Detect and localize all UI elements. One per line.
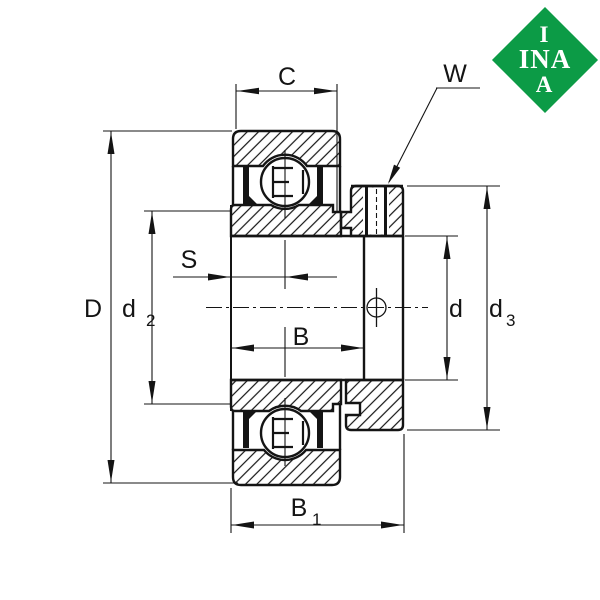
label-b1-sub: 1 [312, 510, 321, 529]
label-D: D [84, 295, 102, 323]
seal-bottom-left [243, 411, 249, 448]
label-b: B [293, 323, 310, 351]
set-screw [351, 184, 403, 236]
extension-lines [103, 84, 500, 533]
dimension-arrows [107, 87, 491, 529]
label-d3: d [489, 295, 503, 323]
ina-logo-line1: I [540, 22, 549, 47]
label-w: W [443, 60, 467, 88]
label-c: C [278, 63, 296, 91]
seal-bottom-right [317, 411, 323, 448]
outer-ring-top-section [231, 129, 342, 168]
ina-logo-line3: A [536, 72, 553, 97]
locking-collar-bottom-section [344, 378, 405, 432]
label-d3-sub: 3 [506, 311, 515, 330]
ina-logo: I INA A [491, 6, 599, 114]
label-d: d [449, 295, 463, 323]
cage-bottom [271, 417, 305, 449]
seal-top-right [317, 167, 323, 204]
seal-top-left [243, 167, 249, 204]
inner-ring-top-section [229, 203, 343, 238]
label-d2: d [122, 295, 136, 323]
label-s: S [181, 246, 198, 274]
leader-arrow-w [388, 164, 401, 184]
set-screw-hole-front [366, 288, 387, 327]
ina-logo-line2: INA [519, 44, 572, 74]
dimension-labels: C W D d 2 S B d d 3 B 1 [84, 60, 516, 529]
ina-logo-diamond [491, 6, 599, 114]
seals [243, 167, 323, 448]
label-d2-sub: 2 [146, 311, 155, 330]
label-b1: B [291, 494, 308, 522]
inner-ring-bottom-section [229, 378, 343, 413]
centerlines [206, 150, 428, 466]
cage-top [271, 166, 305, 198]
